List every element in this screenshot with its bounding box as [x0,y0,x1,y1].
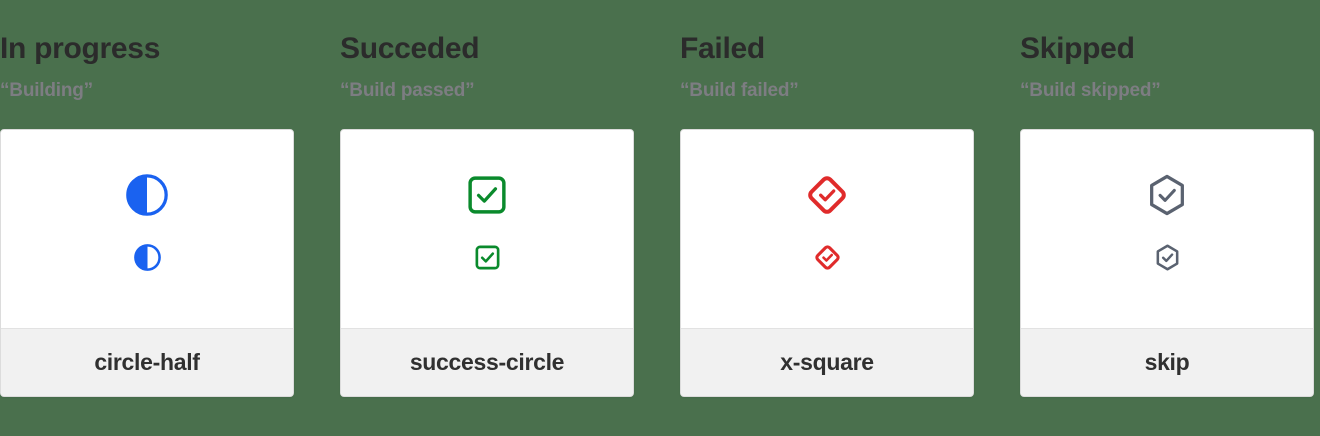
column-subtitle: “Build failed” [680,80,799,101]
circle-half-icon [126,174,168,216]
status-column-in-progress: In progress “Building” circle-half [0,0,294,436]
status-column-succeded: Succeded “Build passed” success-circle [340,0,634,436]
skip-icon [1150,174,1184,216]
icon-preview-area [681,130,973,328]
icon-preview-area [341,130,633,328]
column-header: Succeded “Build passed” [340,0,634,101]
column-title: Succeded [340,32,480,65]
icon-card-footer: skip [1021,328,1313,396]
success-circle-icon [468,176,506,214]
column-subtitle: “Build passed” [340,80,475,101]
column-header: Failed “Build failed” [680,0,974,101]
icon-name-label: circle-half [94,349,200,375]
icon-preview-area [1,130,293,328]
column-title: Failed [680,32,765,65]
icon-preview-area [1021,130,1313,328]
x-square-icon [808,176,846,214]
column-header: In progress “Building” [0,0,294,101]
icon-card-footer: x-square [681,328,973,396]
icon-card-success-circle[interactable]: success-circle [340,129,634,397]
status-column-skipped: Skipped “Build skipped” skip [1020,0,1314,436]
success-circle-icon-small [475,245,499,270]
icon-name-label: skip [1144,349,1190,375]
icon-card-footer: circle-half [1,328,293,396]
icon-card-footer: success-circle [341,328,633,396]
column-title: In progress [0,32,161,65]
circle-half-icon-small [133,244,161,271]
x-square-icon-small [814,245,840,270]
icon-name-label: x-square [780,349,874,375]
icon-card-skip[interactable]: skip [1020,129,1314,397]
icon-card-x-square[interactable]: x-square [680,129,974,397]
icon-name-label: success-circle [409,349,565,375]
status-column-failed: Failed “Build failed” x-squ [680,0,974,436]
column-title: Skipped [1020,32,1135,65]
skip-icon-small [1156,244,1178,271]
icon-card-circle-half[interactable]: circle-half [0,129,294,397]
column-subtitle: “Build skipped” [1020,80,1161,101]
column-header: Skipped “Build skipped” [1020,0,1314,101]
column-subtitle: “Building” [0,80,93,101]
